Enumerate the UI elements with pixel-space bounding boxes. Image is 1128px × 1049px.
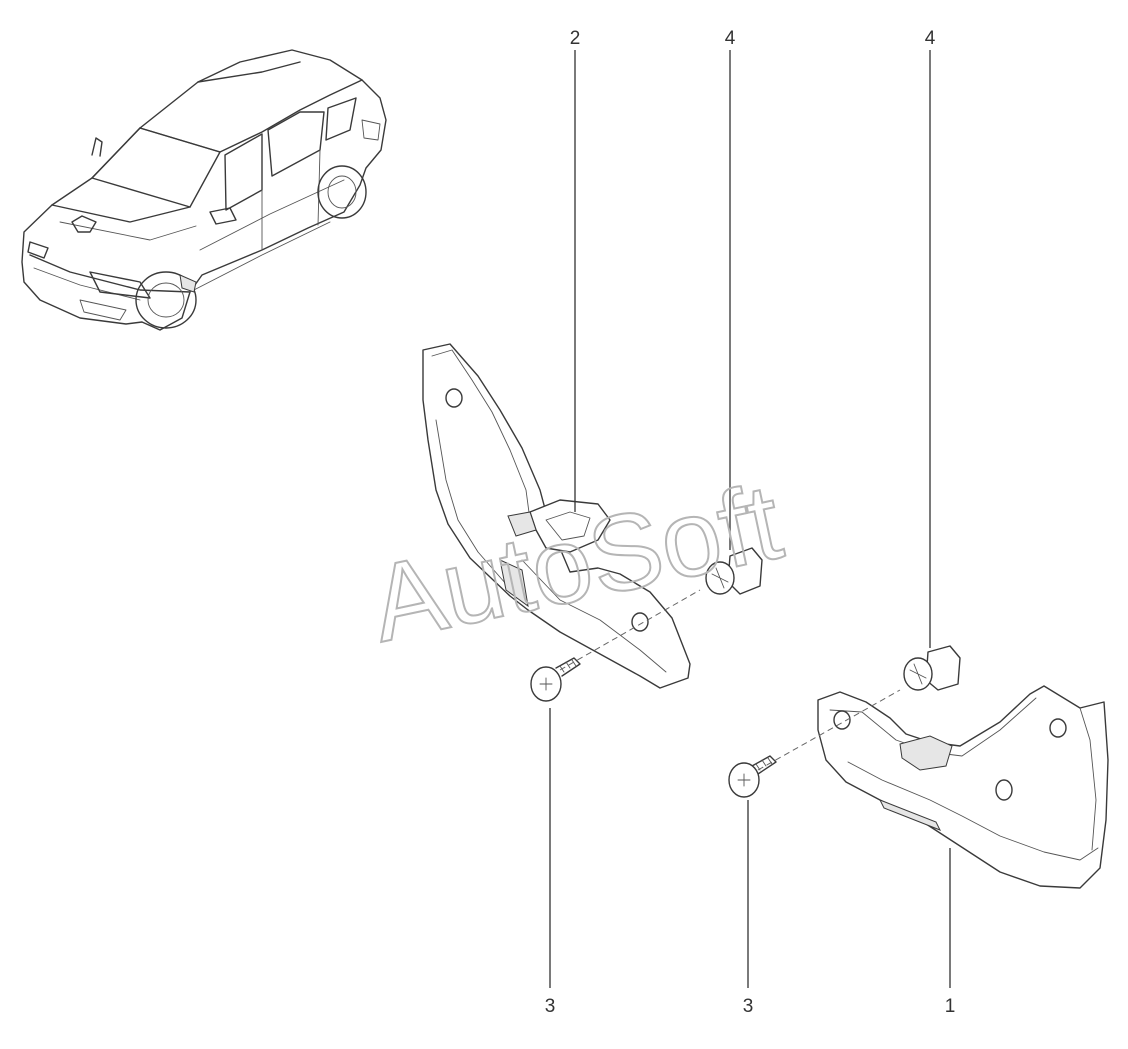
callout-3-left: 3 — [545, 996, 556, 1017]
clip-fastener-upper — [705, 547, 763, 595]
callout-3-right: 3 — [743, 996, 754, 1017]
screw-fastener-left — [530, 657, 581, 702]
callout-4-left: 4 — [725, 28, 736, 49]
assembly-line-right — [757, 689, 901, 771]
mudflap-right — [817, 685, 1109, 889]
callout-2: 2 — [570, 28, 581, 49]
mudflap-left — [422, 343, 691, 689]
car-illustration — [21, 49, 387, 331]
callout-1: 1 — [945, 996, 956, 1017]
assembly-line-left — [559, 589, 701, 671]
clip-fastener-right — [903, 645, 961, 691]
screw-fastener-right — [728, 755, 777, 798]
callout-4-right: 4 — [925, 28, 936, 49]
